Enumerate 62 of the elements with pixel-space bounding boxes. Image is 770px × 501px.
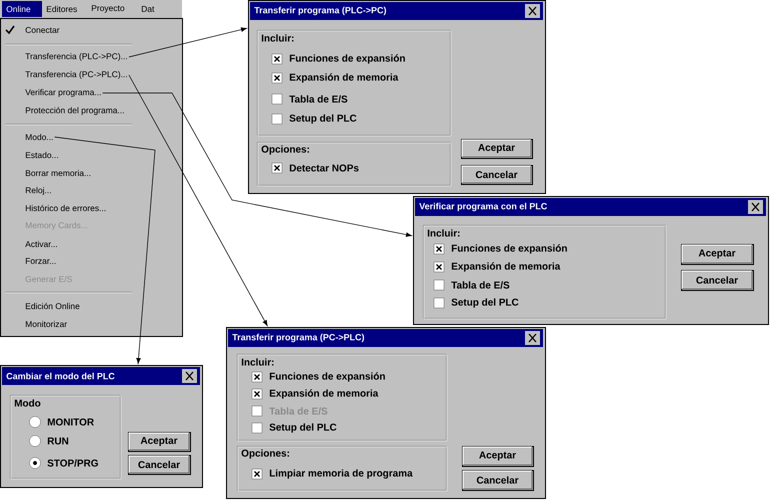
- node-label: Limpiar memoria de programa: [270, 469, 413, 479]
- arrow: [128, 74, 268, 326]
- checkbox: Limpiar memoria de programa: [252, 468, 413, 480]
- node-label: Detectar NOPs: [290, 164, 359, 172]
- menu-item: Activar...: [25, 240, 57, 248]
- checkbox: Funciones de expansión: [252, 372, 385, 382]
- checkbox: Detectar NOPs: [272, 162, 359, 174]
- button: Cancelar: [462, 470, 534, 491]
- menu-item: Modo...: [26, 134, 53, 140]
- radio-button: STOP/PRG: [29, 457, 98, 469]
- arrow: [102, 92, 412, 237]
- checkbox: Funciones de expansión: [434, 244, 567, 254]
- node-label: Setup del PLC: [451, 298, 518, 308]
- node-label: Expansión de memoria: [290, 73, 398, 83]
- button: Cancelar: [128, 455, 191, 475]
- menu-item: Forzar...: [26, 258, 56, 264]
- menu-item: Monitorizar: [26, 320, 67, 328]
- node-label: Tabla de E/S: [289, 95, 348, 103]
- node-label: Funciones de expansión: [290, 54, 405, 64]
- button: Aceptar: [461, 139, 533, 159]
- menu-item: Reloj...: [26, 187, 51, 195]
- radio-button: MONITOR: [29, 416, 94, 428]
- node-label: MONITOR: [48, 418, 94, 426]
- checkbox: Expansión de memoria: [434, 262, 560, 272]
- menu-item: Transferencia (PC->PLC)...: [25, 71, 127, 79]
- menu-item: Verificar programa...: [25, 89, 101, 97]
- node-label: Funciones de expansión: [452, 244, 567, 254]
- checked-menu-item: Conectar: [5, 26, 60, 34]
- arrow: [128, 27, 247, 58]
- checkbox: Setup del PLC: [434, 298, 518, 308]
- node-label: STOP/PRG: [47, 459, 98, 467]
- menu-title: Online: [2, 1, 42, 17]
- menu-item: Protección del programa...: [26, 107, 124, 115]
- radio-button: RUN: [29, 435, 68, 447]
- node-label: RUN: [48, 438, 68, 444]
- node-label: Setup del PLC: [269, 423, 336, 433]
- checkbox: Funciones de expansión: [272, 54, 405, 64]
- checkbox: Setup del PLC: [272, 114, 356, 124]
- checkbox: Expansión de memoria: [272, 72, 398, 84]
- button: Aceptar: [128, 432, 191, 452]
- menu-item: Borrar memoria...: [26, 170, 90, 176]
- checkbox: Expansión de memoria: [252, 388, 378, 400]
- button: Aceptar: [462, 446, 534, 467]
- menu-item: Edición Online: [26, 302, 80, 310]
- menu-title: Editores: [46, 6, 77, 12]
- menu-item: Histórico de errores...: [26, 204, 106, 212]
- button: Aceptar: [681, 244, 754, 265]
- checkbox: Tabla de E/S: [272, 94, 348, 104]
- node-label: Tabla de E/S: [451, 281, 510, 289]
- checkbox: Setup del PLC: [252, 422, 336, 434]
- arrow: [54, 136, 156, 364]
- button: Cancelar: [681, 270, 754, 291]
- node-label: Funciones de expansión: [270, 372, 385, 382]
- menu-item: Estado...: [26, 152, 58, 158]
- node-label: Setup del PLC: [289, 114, 356, 124]
- node-label: Expansión de memoria: [270, 389, 378, 399]
- menu-item: Transferencia (PLC->PC)...: [25, 53, 127, 61]
- button: Cancelar: [461, 165, 533, 185]
- menu-title: Proyecto: [92, 5, 124, 13]
- node-label: Expansión de memoria: [452, 262, 560, 272]
- checkbox: Tabla de E/S: [434, 280, 510, 290]
- menu-title: Dat: [142, 6, 154, 12]
